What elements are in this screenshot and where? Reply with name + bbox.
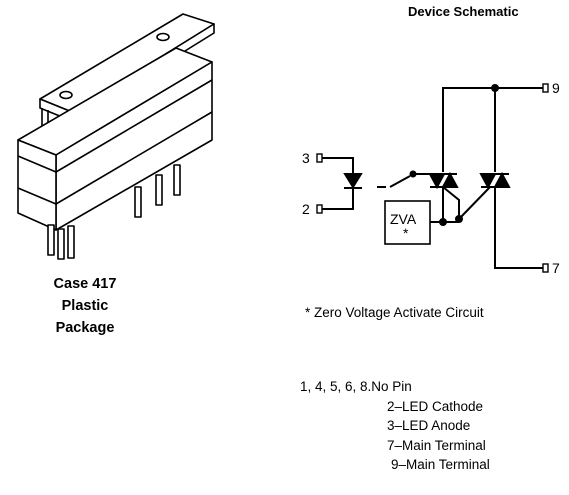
- pin-9-label: 9: [552, 80, 560, 96]
- package-ridge: [55, 111, 213, 205]
- thyristor-left: [428, 171, 459, 190]
- package-hole-2: [59, 90, 73, 100]
- wire-top-bus: [442, 87, 543, 172]
- pin-assignment-table: 1, 4, 5, 6, 8.No Pin 2–LED Cathode 3–LED…: [300, 377, 490, 475]
- pin-2-label: 2: [302, 201, 310, 217]
- pin-table-row: 1, 4, 5, 6, 8.No Pin: [300, 379, 412, 394]
- wire-gate-link: [442, 186, 460, 219]
- package-ridge: [55, 79, 213, 173]
- thyristor-right: [479, 171, 511, 190]
- pin-table-row: 3–LED Anode: [387, 418, 471, 433]
- junction-zva-1: [439, 218, 447, 226]
- wire-cross: [458, 186, 491, 220]
- package-caption-line-1: Case 417: [53, 276, 117, 292]
- package-caption-line-2: Plastic: [61, 298, 109, 314]
- pin-table-row: 9–Main Terminal: [391, 457, 490, 472]
- package-caption-line-3: Package: [55, 320, 115, 336]
- package-ridge: [17, 187, 57, 205]
- zva-box: [384, 200, 431, 245]
- package-drawing: [17, 13, 215, 260]
- pin-9-terminal: [542, 83, 549, 93]
- pin-table-row: 2–LED Cathode: [387, 398, 484, 414]
- pin-table-row: 7–Main Terminal: [387, 437, 486, 453]
- pin-7-label: 7: [552, 260, 560, 276]
- schematic-title: Device Schematic: [408, 4, 519, 19]
- switch-contact: [409, 170, 417, 178]
- schematic: [316, 83, 549, 273]
- package-ridge: [17, 155, 57, 173]
- switch-blade: [389, 175, 411, 188]
- zva-footnote: * Zero Voltage Activate Circuit: [305, 305, 484, 320]
- package-body-side: [17, 139, 57, 231]
- package-hole-1: [156, 32, 170, 42]
- wire-right-down: [494, 187, 543, 269]
- wire-pin2: [322, 189, 354, 210]
- package-caption: Case 417 Plastic Package: [0, 273, 170, 339]
- zva-label: ZVA: [390, 211, 417, 227]
- wire-pin3: [322, 157, 354, 174]
- pin-3-label: 3: [302, 150, 310, 166]
- pin-2-terminal: [316, 204, 323, 214]
- pin-7-terminal: [542, 263, 549, 273]
- zva-star: *: [403, 225, 409, 241]
- led-triangle: [343, 173, 363, 189]
- package-pins: [47, 164, 181, 260]
- pin-3-terminal: [316, 153, 323, 163]
